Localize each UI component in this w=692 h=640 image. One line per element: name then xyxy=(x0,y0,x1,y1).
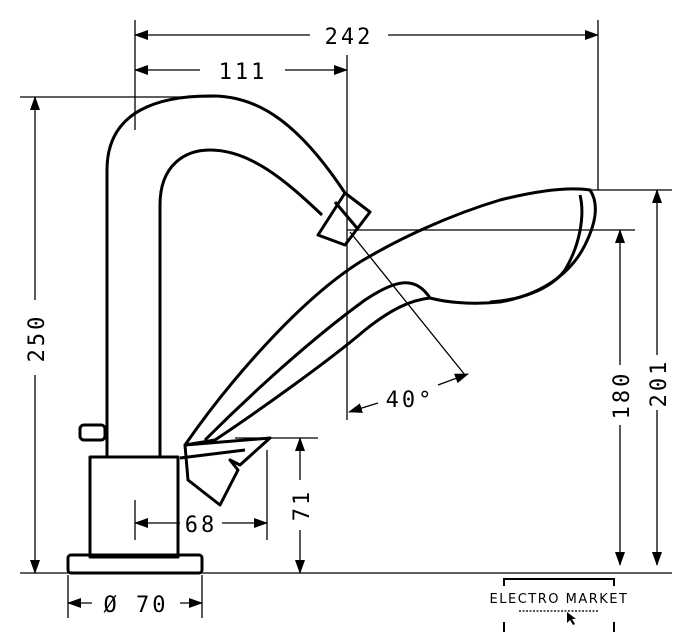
hand-shower xyxy=(179,187,597,507)
dim-111: 111 xyxy=(219,60,268,85)
spout xyxy=(105,94,372,458)
dim-201: 201 xyxy=(647,359,672,408)
logo-text: ELECTRO MARKET xyxy=(490,592,629,607)
dimension-lines xyxy=(30,30,662,608)
dim-diameter-70: Ø 70 xyxy=(104,593,169,618)
dim-68: 68 xyxy=(185,513,218,538)
extension-lines xyxy=(20,20,672,618)
dim-250: 250 xyxy=(25,314,50,363)
dim-180: 180 xyxy=(610,371,635,420)
faucet-body xyxy=(66,423,204,575)
cursor-icon xyxy=(567,612,576,625)
logo: ELECTRO MARKET xyxy=(490,578,627,634)
dim-242: 242 xyxy=(325,25,374,50)
dim-angle-40: 40° xyxy=(386,388,435,413)
dim-71: 71 xyxy=(290,489,315,522)
